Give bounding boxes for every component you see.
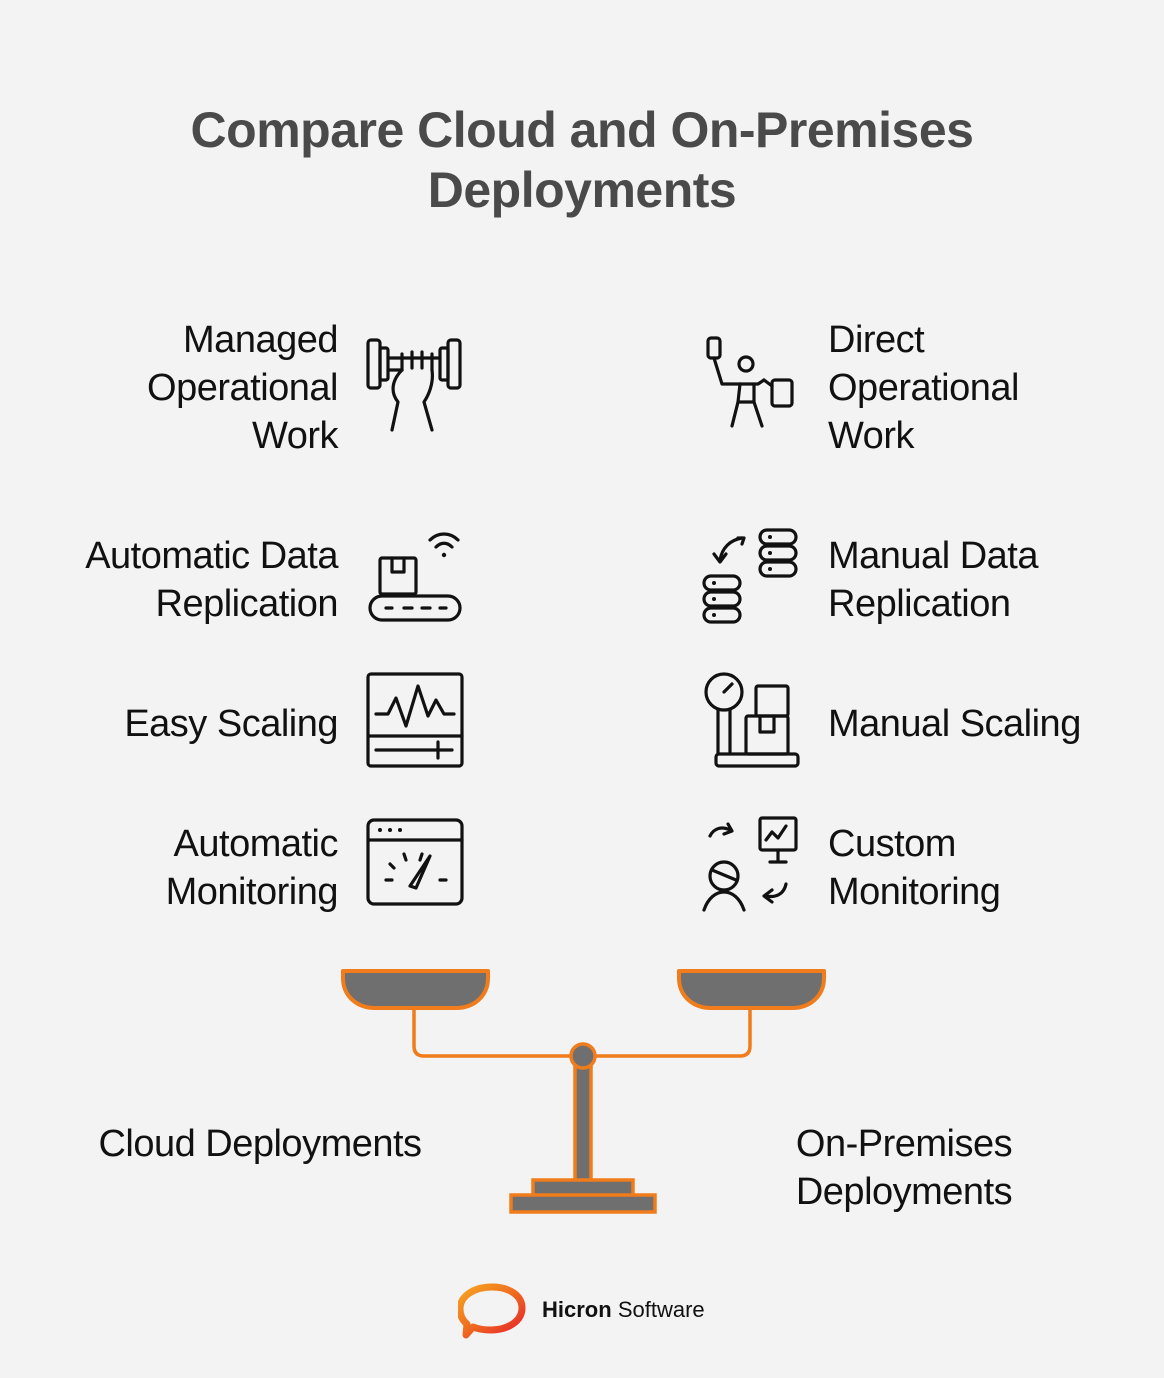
cloud-item-2-line-1: Automatic Data xyxy=(85,535,338,577)
waveform-monitor-icon xyxy=(364,670,466,770)
scale-pole xyxy=(573,1062,593,1184)
cloud-item-automatic-data-replication: Automatic Data Replication xyxy=(8,532,338,628)
onprem-item-manual-scaling: Manual Scaling xyxy=(828,700,1158,748)
onprem-item-2-line-2: Replication xyxy=(828,583,1011,625)
onprem-item-custom-monitoring: Custom Monitoring xyxy=(828,820,1158,916)
conveyor-wifi-icon xyxy=(364,526,466,626)
onprem-item-3-line-1: Manual Scaling xyxy=(828,703,1081,745)
person-screen-icon xyxy=(700,814,802,916)
cloud-item-1-line-3: Work xyxy=(252,415,338,457)
scale-right-pan xyxy=(677,969,826,1010)
dumbbell-hand-icon xyxy=(362,330,466,436)
onprem-item-manual-data-replication: Manual Data Replication xyxy=(828,532,1158,628)
onprem-item-1-line-2: Operational xyxy=(828,367,1019,409)
cloud-item-1-line-1: Managed xyxy=(183,319,338,361)
onprem-item-2-line-1: Manual Data xyxy=(828,535,1038,577)
person-lifting-icon xyxy=(700,332,800,432)
onprem-label-line-1: On-Premises xyxy=(795,1123,1013,1165)
onprem-item-4-line-1: Custom xyxy=(828,823,956,865)
scale-left-pan xyxy=(341,969,490,1010)
page-title: Compare Cloud and On-Premises Deployment… xyxy=(0,100,1164,220)
database-sync-icon xyxy=(700,526,804,628)
onprem-item-1-line-3: Work xyxy=(828,415,914,457)
cloud-item-managed-operational-work: Managed Operational Work xyxy=(8,316,338,460)
cloud-item-4-line-1: Automatic xyxy=(173,823,339,865)
cloud-item-2-line-2: Replication xyxy=(155,583,339,625)
brand-name: Hicron Software xyxy=(542,1296,705,1324)
cloud-deployments-label: Cloud Deployments xyxy=(50,1120,470,1168)
cloud-item-3-line-1: Easy Scaling xyxy=(124,703,338,745)
onprem-item-direct-operational-work: Direct Operational Work xyxy=(828,316,1158,460)
hicron-logo-icon xyxy=(456,1282,528,1347)
brand-name-bold: Hicron xyxy=(542,1297,612,1322)
title-line-1: Compare Cloud and On-Premises xyxy=(190,102,974,158)
brand-name-regular: Software xyxy=(617,1297,705,1322)
onprem-item-4-line-2: Monitoring xyxy=(828,871,1001,913)
onprem-label-line-2: Deployments xyxy=(795,1171,1013,1213)
cloud-label-text: Cloud Deployments xyxy=(98,1123,422,1165)
cloud-item-1-line-2: Operational xyxy=(147,367,338,409)
onprem-deployments-label: On-Premises Deployments xyxy=(724,1120,1084,1216)
gauge-window-icon xyxy=(364,816,466,910)
scale-base-bottom xyxy=(509,1193,657,1214)
cloud-item-automatic-monitoring: Automatic Monitoring xyxy=(8,820,339,916)
onprem-item-1-line-1: Direct xyxy=(828,319,925,361)
cloud-item-4-line-2: Monitoring xyxy=(165,871,339,913)
cloud-item-easy-scaling: Easy Scaling xyxy=(8,700,338,748)
scale-pivot xyxy=(569,1042,597,1070)
gauge-boxes-icon xyxy=(700,670,802,770)
title-line-2: Deployments xyxy=(427,162,737,218)
